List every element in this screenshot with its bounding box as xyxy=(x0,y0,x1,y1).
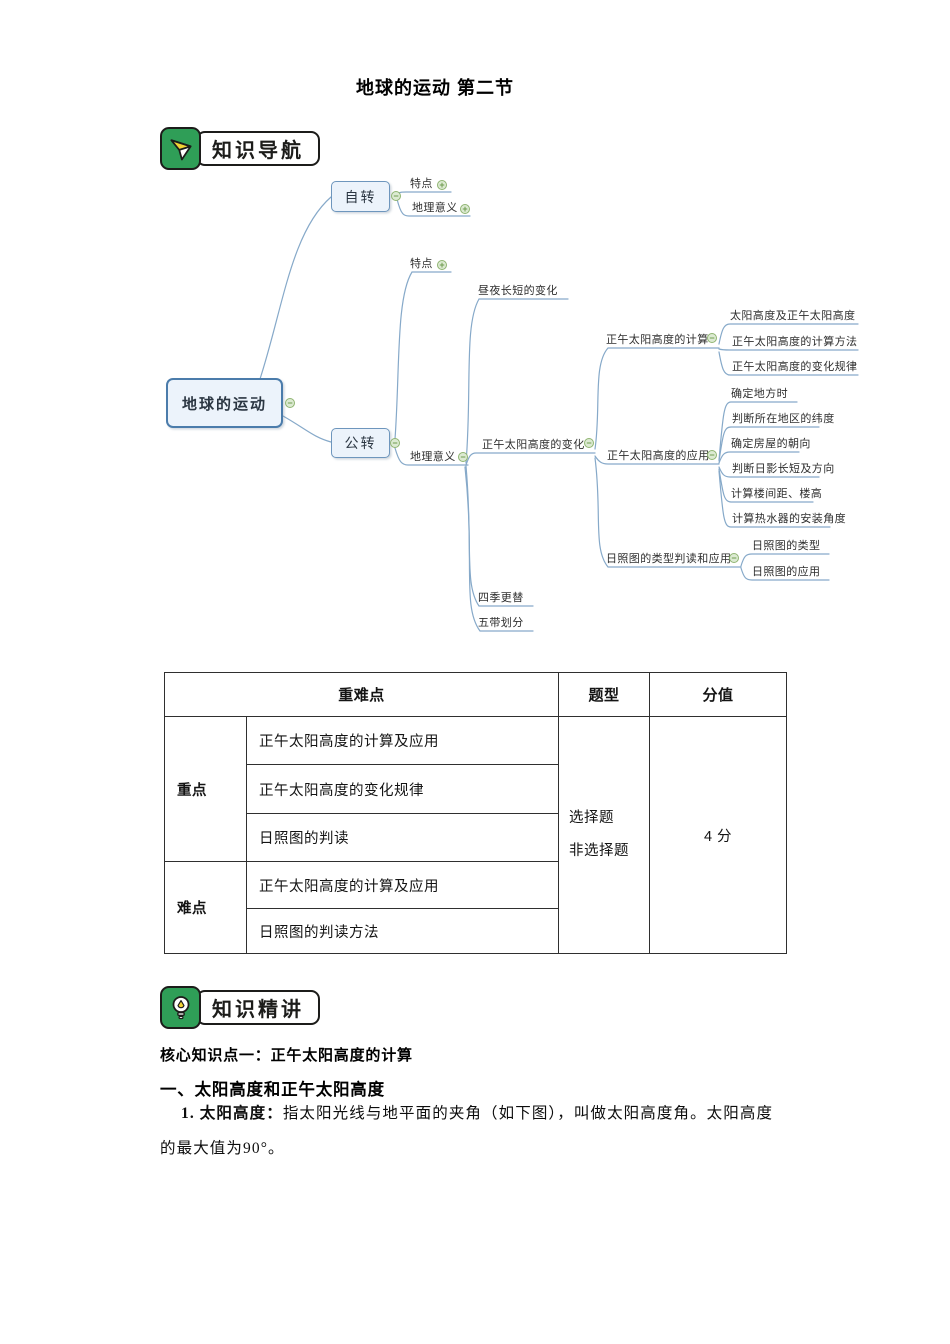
mindmap-label-day-night: 昼夜长短的变化 xyxy=(478,285,558,297)
light-bulb-glyph xyxy=(172,995,189,1019)
table-cell-key-item: 日照图的判读 xyxy=(245,813,560,862)
body-paragraph: 1. 太阳高度：指太阳光线与地平面的夹角（如下图），叫做太阳高度角。太阳高度 的… xyxy=(160,1096,800,1166)
collapse-icon: − xyxy=(707,333,717,343)
connector xyxy=(465,452,596,466)
connector xyxy=(396,191,452,195)
connector xyxy=(594,347,720,450)
connector xyxy=(465,298,569,464)
connector-group xyxy=(259,191,859,632)
mindmap-label-revolution-features: 特点 xyxy=(410,258,433,270)
mindmap-label-seasons: 四季更替 xyxy=(478,592,524,604)
connector xyxy=(740,553,830,567)
expand-icon: + xyxy=(437,260,447,270)
table-key-label: 重点 xyxy=(164,716,247,862)
table-cell-question-types: 选择题 非选择题 xyxy=(558,716,651,954)
connector xyxy=(718,466,820,478)
knowledge-lecture-label: 知识精讲 xyxy=(196,990,320,1025)
mindmap-leaf-apply-3: 确定房屋的朝向 xyxy=(731,438,811,450)
mindmap-leaf-apply-1: 确定地方时 xyxy=(731,388,788,400)
mindmap-label-noon-calc: 正午太阳高度的计算 xyxy=(606,334,709,346)
mindmap-label-sun-chart: 日照图的类型判读和应用 xyxy=(606,553,732,565)
question-type-line: 选择题 xyxy=(569,810,615,826)
collapse-icon: − xyxy=(584,438,594,448)
connector xyxy=(394,271,452,440)
mindmap-node-root: 地球的运动 xyxy=(166,378,283,428)
mindmap-label-rotation-features: 特点 xyxy=(410,178,433,190)
connector xyxy=(718,401,798,461)
table-cell-difficult-item: 正午太阳高度的计算及应用 xyxy=(245,861,560,909)
connector xyxy=(718,351,859,376)
mindmap-connectors xyxy=(259,191,859,632)
collapse-icon: − xyxy=(285,398,295,408)
table-cell-difficult-item: 日照图的判读方法 xyxy=(245,908,560,954)
connector xyxy=(718,468,814,503)
mindmap-node-rotation: 自转 xyxy=(331,181,390,212)
connector xyxy=(718,470,831,528)
connector xyxy=(282,415,332,443)
paper-plane-icon xyxy=(160,127,201,170)
table-difficult-label: 难点 xyxy=(164,861,247,954)
connector xyxy=(740,567,830,581)
mindmap-node-revolution: 公转 xyxy=(331,428,390,458)
core-knowledge-heading: 核心知识点一：正午太阳高度的计算 xyxy=(160,1047,413,1064)
connector xyxy=(718,451,800,464)
connector xyxy=(718,348,859,351)
expand-icon: + xyxy=(460,204,470,214)
table-cell-score: 4 分 xyxy=(649,716,788,954)
mindmap-label-revolution-geo: 地理意义 xyxy=(410,451,456,463)
collapse-icon: − xyxy=(390,438,400,448)
paragraph-lead: 1. 太阳高度： xyxy=(181,1105,283,1122)
section-heading: 一、太阳高度和正午太阳高度 xyxy=(160,1081,385,1099)
connector xyxy=(396,198,471,217)
paragraph-text: 指太阳光线与地平面的夹角（如下图），叫做太阳高度角。太阳高度 xyxy=(282,1105,774,1122)
paragraph-line: 1. 太阳高度：指太阳光线与地平面的夹角（如下图），叫做太阳高度角。太阳高度 xyxy=(160,1096,800,1131)
collapse-icon: − xyxy=(707,450,717,460)
mindmap-label-noon-change: 正午太阳高度的变化 xyxy=(482,439,585,451)
mindmap-leaf-apply-2: 判断所在地区的纬度 xyxy=(732,413,835,425)
connector xyxy=(259,196,332,380)
mindmap-label-rotation-geo: 地理意义 xyxy=(412,202,458,214)
page-title: 地球的运动 第二节 xyxy=(355,78,514,98)
knowledge-lecture-badge: 知识精讲 xyxy=(160,986,320,1029)
knowledge-nav-badge: 知识导航 xyxy=(160,127,320,170)
connector xyxy=(394,447,469,466)
paragraph-line: 的最大值为90°。 xyxy=(160,1140,285,1157)
connector xyxy=(465,465,534,607)
mindmap-leaf-sunchart-2: 日照图的应用 xyxy=(752,566,821,578)
mindmap-leaf-apply-6: 计算热水器的安装角度 xyxy=(732,513,846,525)
collapse-icon: − xyxy=(729,553,739,563)
paper-plane-glyph xyxy=(170,138,191,160)
mindmap-leaf-calc-2: 正午太阳高度的计算方法 xyxy=(732,336,858,348)
collapse-icon: − xyxy=(391,191,401,201)
question-type-line: 非选择题 xyxy=(569,843,630,859)
connector xyxy=(464,466,534,632)
mindmap-leaf-calc-3: 正午太阳高度的变化规律 xyxy=(732,361,858,373)
light-bulb-icon xyxy=(160,986,201,1029)
connector xyxy=(594,457,742,568)
mindmap-leaf-sunchart-1: 日照图的类型 xyxy=(752,540,821,552)
mindmap-label-five-zones: 五带划分 xyxy=(478,617,524,629)
expand-icon: + xyxy=(437,180,447,190)
table-cell-key-item: 正午太阳高度的变化规律 xyxy=(245,764,560,814)
table-header-question-type: 题型 xyxy=(558,672,651,717)
mindmap-leaf-apply-5: 计算楼间距、楼高 xyxy=(731,488,823,500)
connector xyxy=(718,323,859,345)
table-header-score: 分值 xyxy=(649,672,788,717)
mindmap-leaf-apply-4: 判断日影长短及方向 xyxy=(732,463,835,475)
connector xyxy=(718,426,820,462)
knowledge-nav-label: 知识导航 xyxy=(196,131,320,166)
connector xyxy=(594,455,720,465)
key-points-table: 重难点 题型 分值 重点 正午太阳高度的计算及应用 选择题 非选择题 4 分 正… xyxy=(163,672,788,954)
table-header-key-points: 重难点 xyxy=(163,672,560,717)
mindmap-label-noon-apply: 正午太阳高度的应用 xyxy=(607,450,710,462)
collapse-icon: − xyxy=(458,452,468,462)
mindmap-leaf-calc-1: 太阳高度及正午太阳高度 xyxy=(730,310,856,322)
table-cell-key-item: 正午太阳高度的计算及应用 xyxy=(245,716,560,765)
